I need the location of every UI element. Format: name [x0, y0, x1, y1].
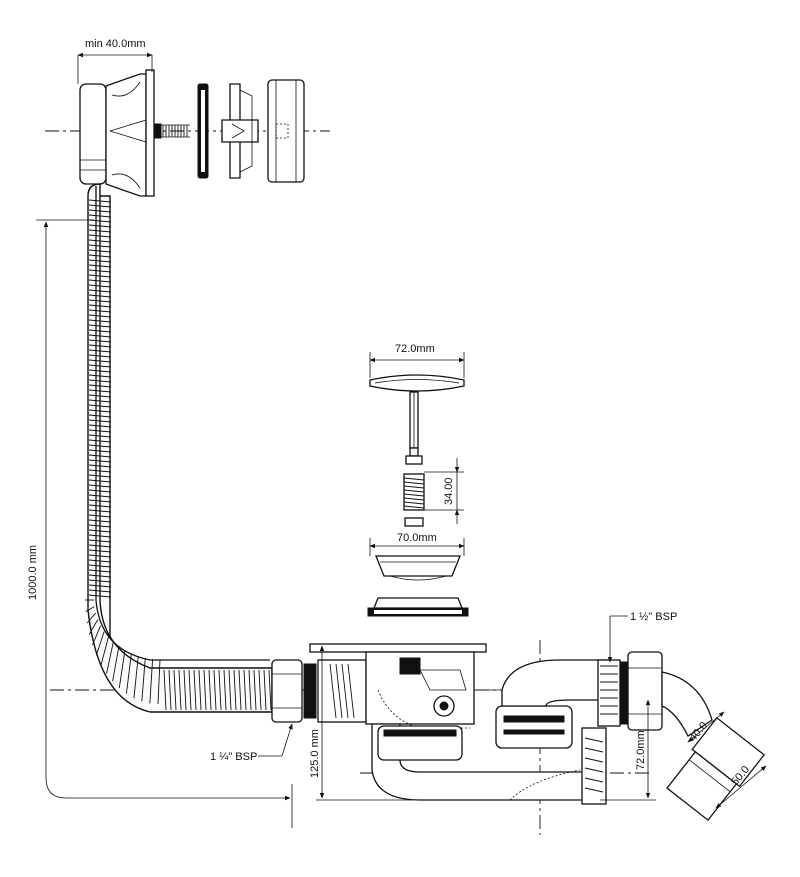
dim-basket: 70.0mm: [369, 532, 465, 556]
overflow-nut: [271, 659, 367, 723]
dim-outlet-thread: 1 ½" BSP: [607, 611, 677, 663]
waste-body: [309, 643, 500, 729]
trap-height-label: 125.0 mm: [309, 729, 321, 778]
hose-length-label: 1000.0 mm: [27, 545, 39, 600]
trap-body: [371, 659, 611, 805]
dim-hose-length: 1000.0 mm: [27, 219, 293, 828]
outlet-height-label: 72.0mm: [635, 730, 647, 770]
plug-detail: [367, 374, 469, 617]
outlet-thread-label: 1 ½" BSP: [630, 611, 677, 623]
plug-diameter-label: 72.0mm: [395, 343, 435, 355]
flexible-hose: [85, 183, 276, 713]
overflow-assembly: [79, 69, 305, 197]
basket-diameter-label: 70.0mm: [397, 532, 437, 544]
dim-spring: 34.00: [424, 458, 464, 524]
dim-plug: 72.0mm: [369, 343, 465, 378]
dim-overflow-thread: 1 ¼" BSP: [210, 723, 293, 763]
min-overflow-label: min 40.0mm: [85, 38, 146, 50]
dim-min-overflow: min 40.0mm: [77, 38, 153, 84]
overflow-thread-label: 1 ¼" BSP: [210, 751, 257, 763]
spring-height-label: 34.00: [443, 477, 455, 505]
dim-outlet-height: 72.0mm: [600, 699, 656, 801]
dim-trap-height: 125.0 mm: [309, 643, 412, 801]
outlet-assembly: [597, 651, 766, 822]
